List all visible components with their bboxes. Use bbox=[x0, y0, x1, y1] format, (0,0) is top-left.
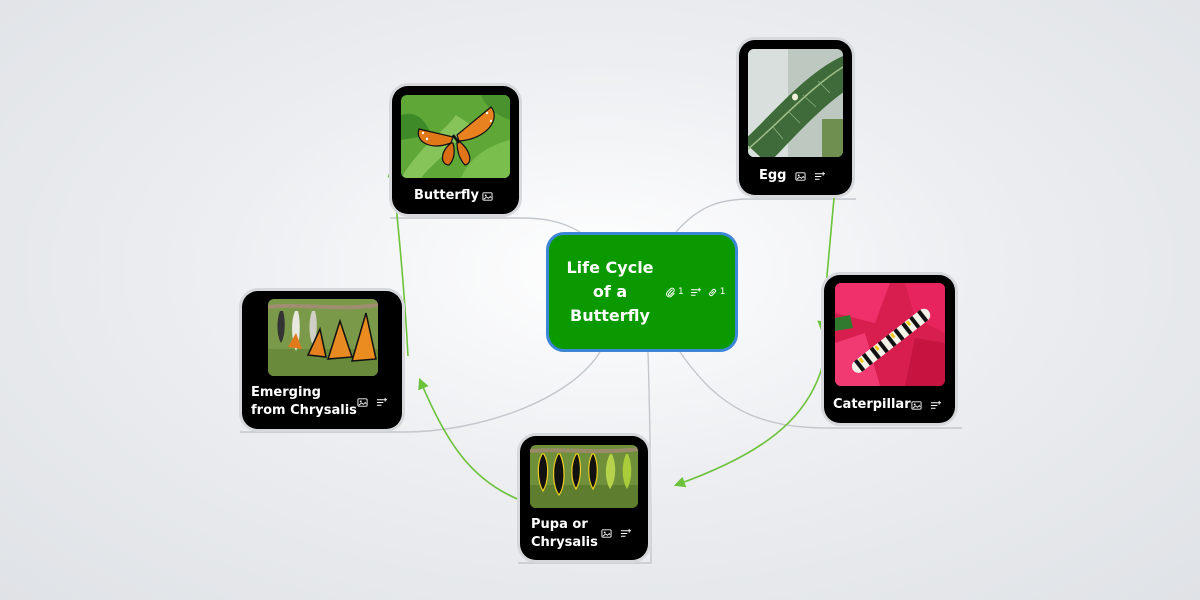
image-icon[interactable] bbox=[795, 171, 806, 182]
notes-icon[interactable] bbox=[620, 528, 631, 539]
topic-emerging[interactable]: Emerging from Chrysalis bbox=[242, 291, 402, 429]
egg-label: Egg bbox=[759, 167, 787, 185]
attachment-indicator[interactable]: 1 bbox=[665, 287, 684, 298]
caterpillar-photo bbox=[835, 283, 945, 386]
central-topic-title: Life Cycle of a Butterfly bbox=[555, 256, 665, 328]
notes-icon[interactable] bbox=[814, 171, 825, 182]
central-topic[interactable]: Life Cycle of a Butterfly 1 1 bbox=[546, 232, 738, 352]
butterfly-photo bbox=[401, 95, 510, 178]
topic-egg[interactable]: Egg bbox=[739, 40, 852, 195]
topic-pupa[interactable]: Pupa or Chrysalis bbox=[520, 436, 648, 560]
connector-egg bbox=[676, 199, 856, 232]
attachment-count: 1 bbox=[678, 287, 684, 297]
notes-icon[interactable] bbox=[930, 400, 941, 411]
connector-butterfly bbox=[390, 218, 580, 232]
arrow-caterpillar-to-pupa bbox=[676, 360, 824, 485]
central-topic-meta: 1 1 bbox=[665, 287, 725, 298]
notes-icon[interactable] bbox=[376, 397, 387, 408]
image-icon[interactable] bbox=[911, 400, 922, 411]
notes-icon[interactable] bbox=[690, 287, 701, 298]
topic-butterfly[interactable]: Butterfly bbox=[392, 86, 519, 214]
butterfly-label: Butterfly bbox=[414, 187, 479, 205]
image-icon[interactable] bbox=[482, 191, 493, 202]
link-icon bbox=[707, 287, 718, 298]
paperclip-icon bbox=[665, 287, 676, 298]
emerging-label: Emerging from Chrysalis bbox=[251, 384, 359, 420]
image-icon[interactable] bbox=[601, 528, 612, 539]
pupa-photo bbox=[530, 445, 638, 508]
egg-photo bbox=[748, 49, 843, 157]
emerging-icons bbox=[357, 397, 387, 408]
caterpillar-icons bbox=[911, 400, 941, 411]
caterpillar-label: Caterpillar bbox=[833, 396, 911, 414]
topic-caterpillar[interactable]: Caterpillar bbox=[824, 275, 955, 423]
link-count: 1 bbox=[720, 287, 726, 297]
egg-icons bbox=[795, 171, 825, 182]
link-indicator[interactable]: 1 bbox=[707, 287, 726, 298]
pupa-icons bbox=[601, 528, 631, 539]
image-icon[interactable] bbox=[357, 397, 368, 408]
arrow-pupa-to-emerging bbox=[420, 380, 520, 500]
butterfly-icons bbox=[482, 191, 493, 202]
emerging-photo bbox=[268, 299, 378, 376]
pupa-label: Pupa or Chrysalis bbox=[531, 516, 603, 552]
